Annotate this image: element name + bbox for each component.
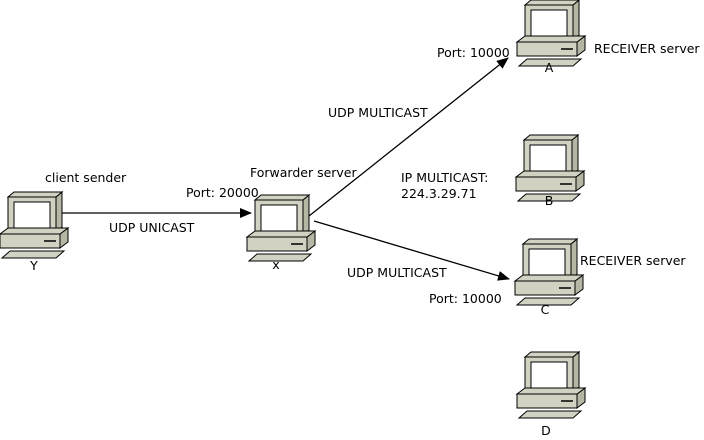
computer-y-icon[interactable] xyxy=(0,191,69,259)
label-ip-multicast: IP MULTICAST: xyxy=(401,170,488,185)
role-forwarder-server: Forwarder server xyxy=(250,165,358,180)
label-udp-multicast-c: UDP MULTICAST xyxy=(347,265,447,280)
computer-x-name: x xyxy=(272,257,279,272)
computer-d-name: D xyxy=(541,423,551,438)
label-port-20000: Port: 20000 xyxy=(186,185,259,200)
computer-b-name: B xyxy=(545,193,554,208)
link-x-to-c xyxy=(313,220,510,281)
role-client-sender: client sender xyxy=(45,170,127,185)
computer-b-icon[interactable] xyxy=(515,134,585,202)
label-port-10000-c: Port: 10000 xyxy=(429,291,502,306)
computer-d-icon[interactable] xyxy=(516,351,586,419)
computer-a-name: A xyxy=(545,60,554,75)
label-udp-multicast-a: UDP MULTICAST xyxy=(328,105,428,120)
label-multicast-address: 224.3.29.71 xyxy=(401,186,477,201)
computer-a-icon[interactable] xyxy=(516,0,586,67)
computer-y-name: Y xyxy=(29,258,38,273)
label-port-10000-a: Port: 10000 xyxy=(437,45,510,60)
label-udp-unicast: UDP UNICAST xyxy=(109,220,195,235)
computer-c-icon[interactable] xyxy=(514,238,584,306)
computer-c-name: C xyxy=(541,302,550,317)
link-x-to-a xyxy=(308,57,509,217)
role-receiver-a: RECEIVER server xyxy=(594,41,700,56)
computer-x-icon[interactable] xyxy=(246,194,316,262)
role-receiver-c: RECEIVER server xyxy=(580,253,686,268)
